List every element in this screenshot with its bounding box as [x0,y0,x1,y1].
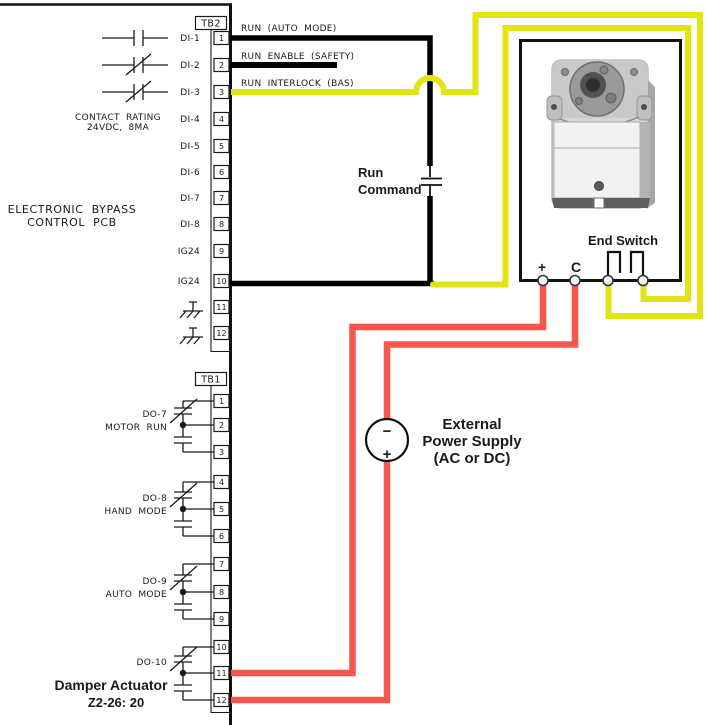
tb2-terminal-label: IG24 [178,247,200,257]
tb2-terminal-label: DI-4 [180,115,200,125]
tb2-terminal-label: DI-5 [180,142,200,152]
tb2-terminal-number: 3 [219,88,224,97]
actuator-terminal-points [537,274,649,287]
tb2-terminal-label: DI-2 [180,61,200,71]
do7-mode-label: MOTOR RUN [105,423,167,433]
run-command-contact-icon [421,166,442,196]
power-supply-symbol: − + [364,417,410,463]
damper-actuator-photo [546,59,655,209]
wire-run-auto-mode [230,35,433,286]
power-supply-label-line3: (AC or DC) [434,450,511,467]
tb2-terminal-label: DI-6 [180,168,200,178]
tb1-header-box [194,371,228,387]
do8-relay-contact-icon [169,481,214,537]
terminal-plus-point [537,274,549,287]
tb1-terminal-number: 1 [219,397,224,406]
tb2-terminal-number: 10 [216,277,226,286]
tb2-terminal-number: 1 [219,34,224,43]
tb1-terminal-number: 8 [219,588,224,597]
damper-actuator-caption: Damper Actuator [54,677,168,693]
tb2-terminal-label: IG24 [178,277,200,287]
tb1-terminal-number: 5 [219,505,224,514]
power-supply-label-line2: Power Supply [422,433,522,450]
tb2-terminal-label: DI-8 [180,220,200,230]
tb2-terminal-number: 12 [216,329,226,338]
tb1-terminal-number: 12 [216,696,226,705]
tb2-terminal-number: 5 [219,142,224,151]
end-switch-icon [606,250,645,279]
do10-label: DO-10 [137,658,167,668]
tb1-terminal-number: 10 [216,643,226,652]
tb1-terminal-number: 9 [219,615,224,624]
end-switch-label: End Switch [588,233,658,248]
pcb-title-line2: CONTROL PCB [27,216,117,229]
tb1-terminal-number: 4 [219,478,224,487]
wire-label-run-auto: RUN (AUTO MODE) [241,24,337,34]
wire-label-run-interlock: RUN INTERLOCK (BAS) [241,79,354,89]
pcb-border [0,3,232,725]
contact-rating-line1: CONTACT RATING [75,113,161,123]
tb1-terminal-number: 7 [219,560,224,569]
tb1-terminal-strip: TB1 1 2 3 4 5 6 7 8 9 10 11 12 [194,371,230,714]
di3-contact-nc-icon [102,80,168,103]
terminal-plus-label: + [538,259,546,275]
terminal-c-label: C [571,259,581,275]
tb2-terminal-number: 4 [219,115,224,124]
power-supply-plus: + [383,446,392,463]
wire-common-red [231,283,579,704]
contact-rating-line2: 24VDC, 8MA [87,123,150,133]
wire-end-switch-inner-yellow [430,25,691,302]
tb2-header-label: TB2 [200,19,221,30]
do10-relay-contact-icon [169,646,214,701]
tb2-header-box [194,15,228,31]
run-command-label-line1: Run [358,165,383,180]
tb2-terminal-number: 9 [219,247,224,256]
tb1-header-label: TB1 [200,375,221,386]
tb2-terminal-label: DI-7 [180,194,200,204]
terminal-es2-point [637,274,649,287]
do8-label: DO-8 [143,494,167,504]
tb2-terminal-number: 2 [219,61,224,70]
tb2-terminal-strip: TB2 1 2 3 4 5 6 7 8 9 10 11 12 DI-1 DI-2… [178,15,230,353]
ground-icon [179,327,203,345]
wire-end-switch-outer-yellow [231,12,703,319]
damper-actuator-tag: Z2-26: 20 [88,695,144,710]
tb1-terminal-number: 11 [216,669,226,678]
do9-mode-label: AUTO MODE [106,590,167,600]
terminal-c-point [569,274,581,287]
tb2-terminal-label: DI-3 [180,88,200,98]
di2-contact-nc-icon [102,53,168,76]
tb2-terminal-number: 11 [216,303,226,312]
power-supply-label-line1: External [442,416,501,433]
ground-icon [179,301,203,319]
tb1-terminal-number: 2 [219,421,224,430]
wire-plus-red [231,283,547,677]
do7-label: DO-7 [143,410,167,420]
power-supply-minus: − [383,423,392,440]
tb1-terminal-number: 3 [219,448,224,457]
di1-contact-no-icon [102,30,168,46]
terminal-es1-point [602,274,614,287]
pcb-title-line1: ELECTRONIC BYPASS [8,203,137,216]
tb2-terminal-number: 6 [219,168,224,177]
tb2-terminal-number: 7 [219,194,224,203]
tb1-terminal-number: 6 [219,532,224,541]
do8-mode-label: HAND MODE [104,507,167,517]
do7-relay-contact-icon [169,398,214,453]
wire-label-run-enable: RUN ENABLE (SAFETY) [241,52,354,62]
run-command-label-line2: Command [358,182,422,197]
do9-label: DO-9 [143,577,167,587]
tb2-terminal-label: DI-1 [180,34,200,44]
do9-relay-contact-icon [169,563,214,620]
tb2-terminal-number: 8 [219,220,224,229]
